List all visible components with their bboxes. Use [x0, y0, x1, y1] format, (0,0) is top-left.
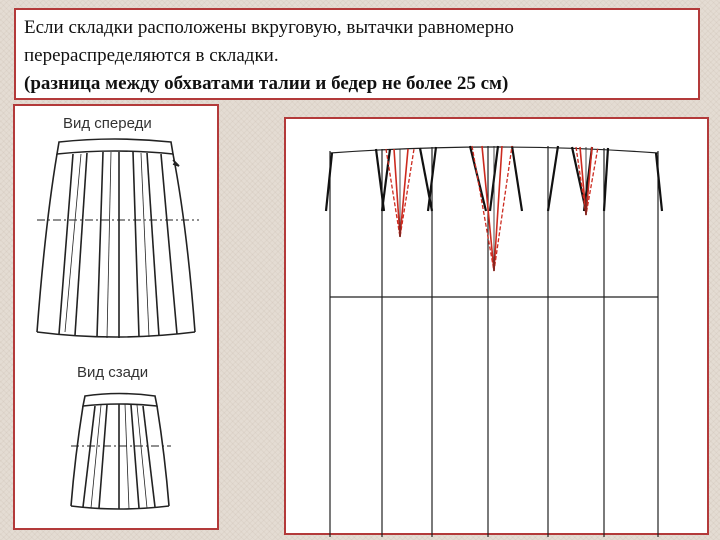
front-view-skirt-sketch: [36, 138, 199, 510]
skirt-views-panel: Вид спереди Вид сзади: [13, 104, 219, 530]
description-line-1: Если складки расположены вкруговую, выта…: [24, 17, 514, 38]
description-text-box: Если складки расположены вкруговую, выта…: [14, 8, 700, 100]
back-view-caption: Вид сзади: [77, 364, 149, 381]
skirt-pattern-draft: [324, 145, 664, 537]
description-line-2: перераспределяются в складки.: [24, 45, 279, 66]
pattern-draft-panel: [284, 117, 709, 537]
description-line-3: (разница между обхватами талии и бедер н…: [24, 73, 509, 94]
front-view-caption: Вид спереди: [63, 115, 152, 132]
